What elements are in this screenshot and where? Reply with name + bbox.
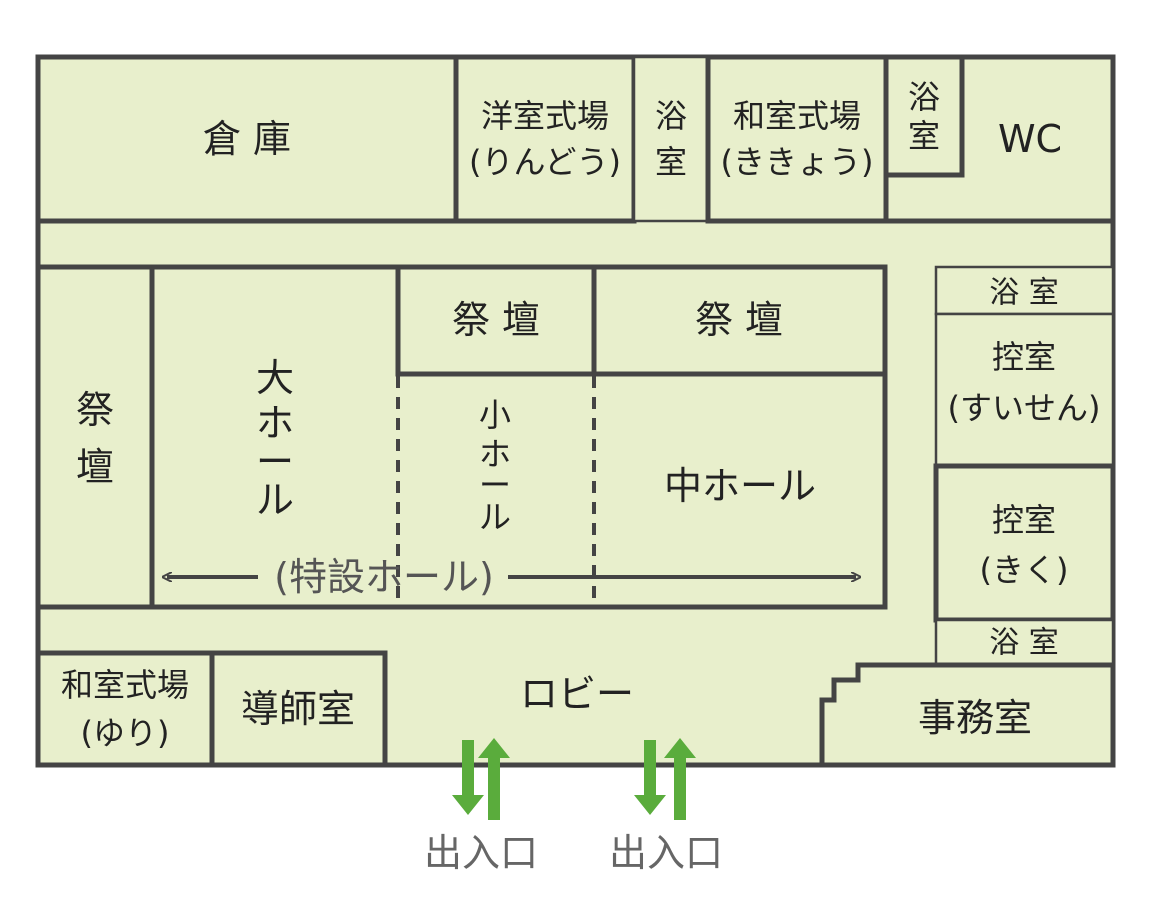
bath-top-a-label-2: 室 [655,143,687,181]
office-room[interactable] [819,662,1116,768]
western-hall-label-1: 洋室式場 [481,97,609,135]
waiting-room-suisen[interactable] [934,312,1115,468]
entrance-label-2: 出入口 [609,831,723,875]
lobby-label: ロビー [520,672,634,716]
japanese-hall-kikyo-label-1: 和室式場 [733,97,861,135]
special-hall-label: (特設ホール) [274,555,494,599]
altar-small[interactable] [395,264,597,377]
japanese-hall-kikyo[interactable] [705,54,889,224]
altar-small-label: 祭 壇 [452,298,540,342]
waiting-kiku-label-2: (きく) [980,551,1069,589]
western-hall-label-2: (りんどう) [469,143,621,181]
entrance-arrows-1 [452,738,510,820]
small-hall-char-3: ー [479,466,511,504]
bath-right-1-label: 浴 室 [989,276,1059,311]
altar-left-label-1: 祭 [76,388,114,432]
down-arrow-icon [634,740,666,815]
large-hall-char-1: 大 [256,356,294,400]
middle-hall-label: 中ホール [664,464,816,508]
japanese-hall-yuri-label-2: (ゆり) [81,714,170,752]
small-hall-char-2: ホ [479,435,511,473]
up-arrow-icon [664,738,696,820]
bath-top-b-label-1: 浴 [908,78,940,116]
waiting-kiku-label-1: 控室 [992,501,1056,539]
large-hall-char-2: ホ [256,401,294,445]
waiting-suisen-label-1: 控室 [992,338,1056,376]
bath-right-2[interactable] [934,618,1115,667]
priest-room-label: 導師室 [241,687,355,731]
down-arrow-icon [452,740,484,815]
storage-label: 倉 庫 [203,117,291,161]
large-hall-char-3: ー [256,440,294,484]
wc-label: WC [998,117,1062,161]
small-hall-char-4: ル [479,498,511,536]
altar-mid-label: 祭 壇 [695,298,783,342]
bath-top-a[interactable] [632,55,710,223]
bath-top-a-label-1: 浴 [655,97,687,135]
western-hall-rindo[interactable] [453,54,637,224]
entrance-label-1: 出入口 [424,831,538,875]
waiting-room-kiku[interactable] [933,463,1116,623]
altar-left-label-2: 壇 [76,445,114,489]
priest-room[interactable] [209,650,388,768]
large-hall-char-4: ル [256,478,294,522]
bath-right-1[interactable] [934,265,1115,316]
bath-right-2-label: 浴 室 [989,626,1059,661]
office-label: 事務室 [918,696,1032,740]
japanese-hall-yuri-label-1: 和室式場 [61,666,189,704]
bath-top-b[interactable] [883,54,965,178]
bath-top-b-label-2: 室 [908,117,940,155]
waiting-suisen-label-2: (すいせん) [948,389,1101,427]
altar-left[interactable] [35,264,155,610]
small-hall-char-1: 小 [479,396,511,434]
up-arrow-icon [478,738,510,820]
altar-mid[interactable] [591,264,888,377]
entrance-arrows-2 [634,738,696,820]
japanese-hall-kikyo-label-2: (ききょう) [721,143,874,181]
